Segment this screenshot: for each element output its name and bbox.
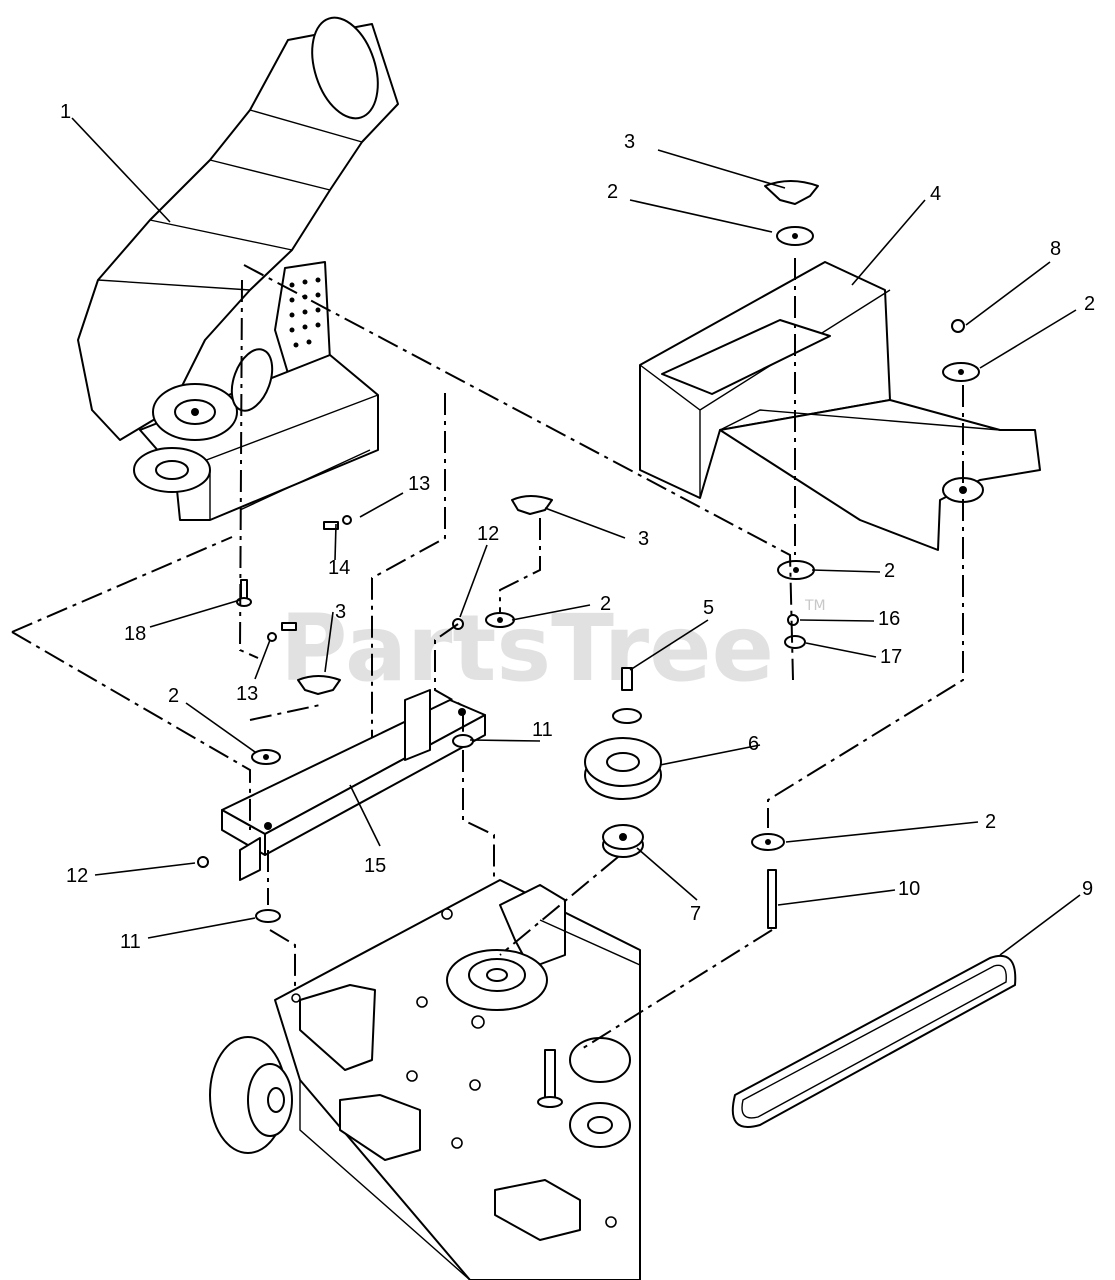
callout-14: 14 bbox=[328, 557, 350, 579]
callout-16: 16 bbox=[878, 608, 900, 630]
deck-nuts bbox=[291, 908, 617, 1228]
spacer-part-5 bbox=[612, 667, 642, 724]
callout-labels: 1 3 2 4 8 2 13 12 3 14 2 18 3 2 5 16 17 … bbox=[60, 101, 1095, 953]
drive-belt-part-9 bbox=[731, 954, 1017, 1128]
callout-6: 6 bbox=[748, 733, 759, 755]
mower-deck bbox=[209, 879, 641, 1280]
housing-perforations bbox=[289, 277, 321, 348]
idler-part-7 bbox=[602, 824, 644, 858]
callout-8: 8 bbox=[1050, 238, 1061, 260]
hardware-items bbox=[197, 180, 980, 923]
callout-4: 4 bbox=[930, 183, 941, 205]
leader-lines bbox=[71, 117, 1081, 956]
callout-12: 12 bbox=[66, 865, 88, 887]
callout-9: 9 bbox=[1082, 878, 1093, 900]
callout-2: 2 bbox=[168, 685, 179, 707]
watermark-text: PartsTree bbox=[280, 595, 774, 702]
callout-2: 2 bbox=[985, 811, 996, 833]
callout-12: 12 bbox=[477, 523, 499, 545]
callout-2: 2 bbox=[600, 593, 611, 615]
callout-13: 13 bbox=[408, 473, 430, 495]
discharge-chute-part-1 bbox=[77, 16, 399, 521]
callout-3: 3 bbox=[335, 601, 346, 623]
callout-10: 10 bbox=[898, 878, 920, 900]
callout-2: 2 bbox=[884, 560, 895, 582]
callout-2: 2 bbox=[1084, 293, 1095, 315]
callout-7: 7 bbox=[690, 903, 701, 925]
callout-3: 3 bbox=[638, 528, 649, 550]
callout-18: 18 bbox=[124, 623, 146, 645]
callout-13: 13 bbox=[236, 683, 258, 705]
callout-15: 15 bbox=[364, 855, 386, 877]
phantom-lines bbox=[11, 258, 964, 1051]
callout-11: 11 bbox=[120, 931, 141, 953]
mounting-bracket-part-15 bbox=[221, 689, 486, 881]
callout-5: 5 bbox=[703, 597, 714, 619]
pin-part-10 bbox=[767, 869, 777, 929]
pulley-part-6 bbox=[584, 737, 662, 800]
belt-cover-part-4 bbox=[639, 261, 1041, 551]
callout-3: 3 bbox=[624, 131, 635, 153]
callout-1: 1 bbox=[60, 101, 71, 123]
callout-11: 11 bbox=[532, 719, 553, 741]
watermark-trademark: TM bbox=[804, 598, 826, 614]
callout-2: 2 bbox=[607, 181, 618, 203]
callout-17: 17 bbox=[880, 646, 902, 668]
